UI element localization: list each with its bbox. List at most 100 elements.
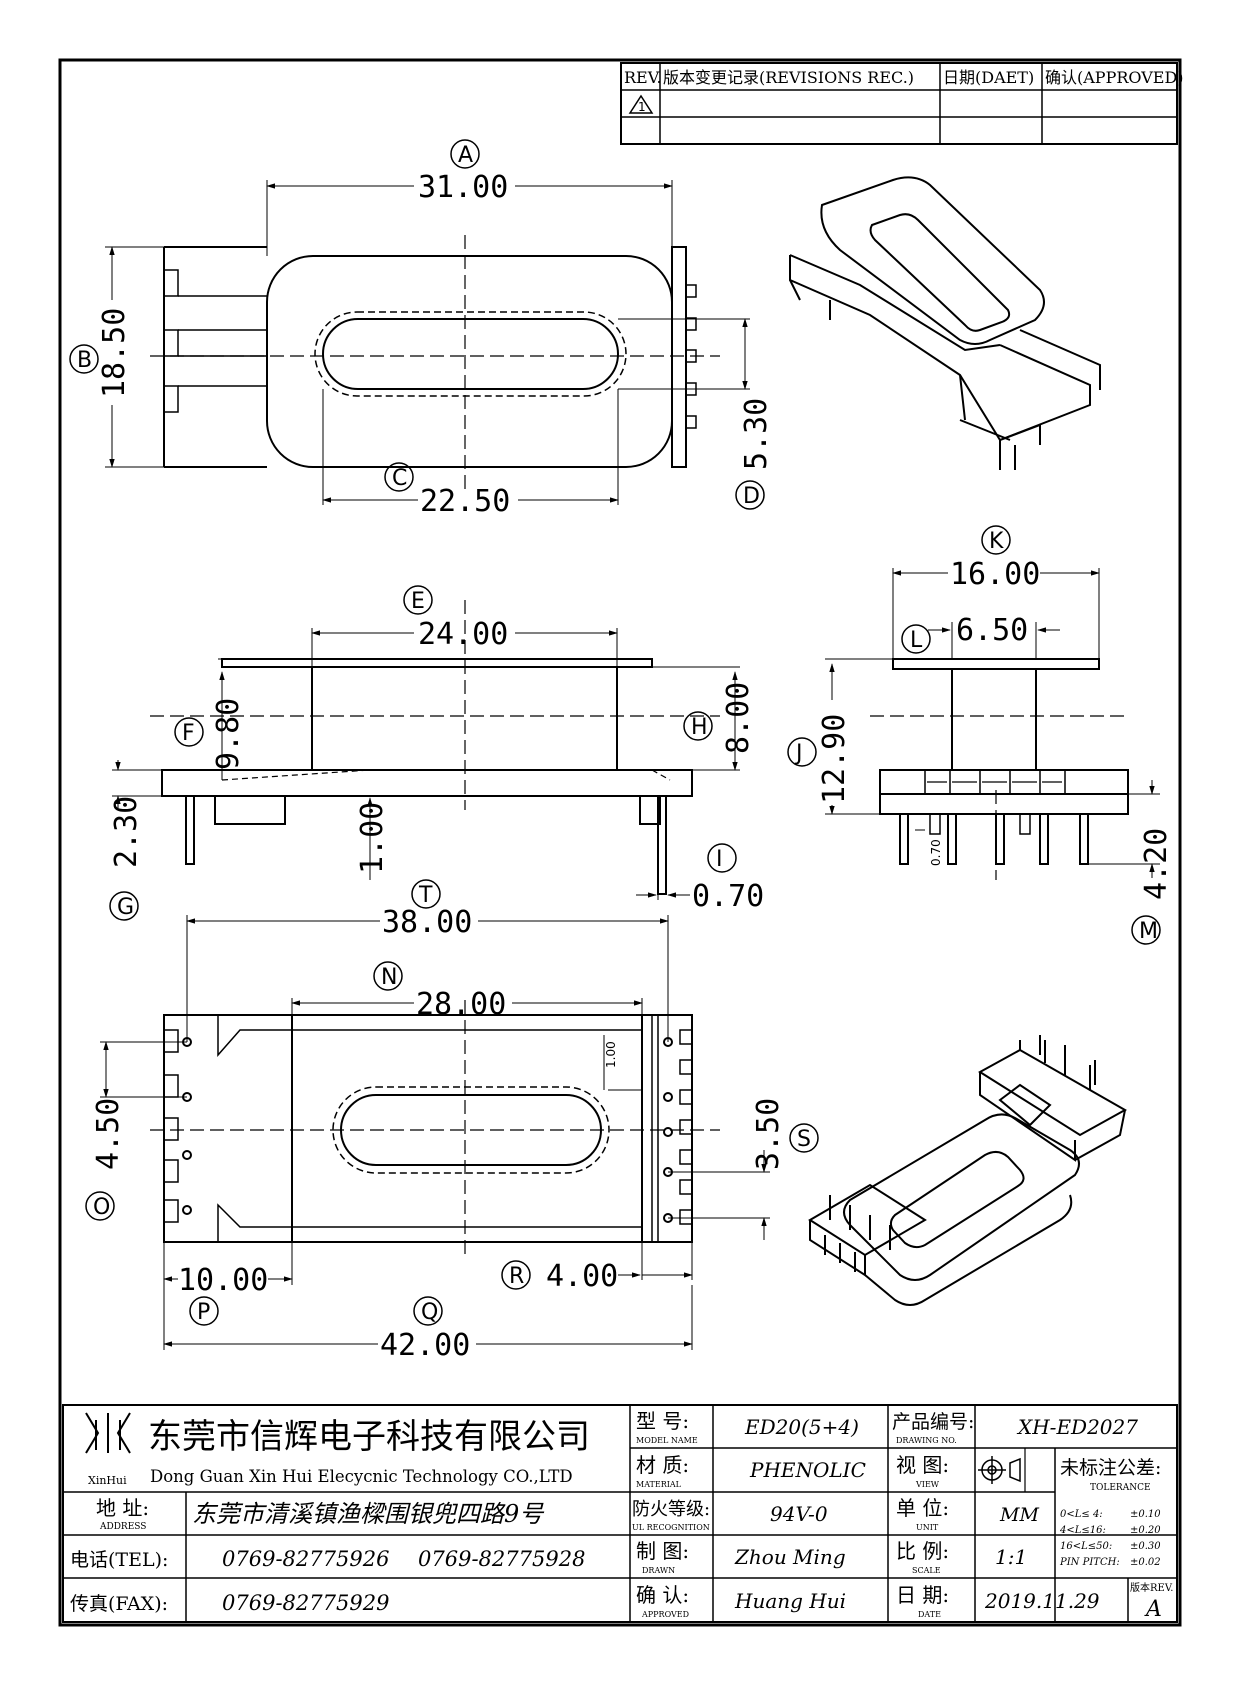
dim-E-value: 24.00 [418, 617, 508, 652]
tolerance-range-4: PIN PITCH: [1059, 1557, 1120, 1568]
approved-label-en: APPROVED [641, 1610, 689, 1619]
dim-C: 22.50 C [322, 389, 619, 519]
rev-header-rev: REV. [624, 68, 662, 87]
dim-A-label: A [458, 143, 473, 168]
dim-L-label: L [910, 628, 923, 653]
rev-marker: 1 [638, 100, 646, 114]
dim-bottom-1-00: 1.00 [603, 1035, 642, 1091]
first-angle-projection-icon [978, 1456, 1021, 1484]
dim-G-label: G [117, 895, 134, 920]
ul-label: 防火等级: [632, 1499, 710, 1520]
dim-A-value: 31.00 [418, 170, 508, 205]
date-value: 2019.11.29 [984, 1589, 1100, 1613]
tolerance-value-3: ±0.30 [1130, 1541, 1161, 1552]
material-label: 材 质: [636, 1453, 689, 1477]
model-label: 型 号: [636, 1409, 689, 1433]
tolerance-value-1: ±0.10 [1130, 1509, 1161, 1520]
dim-F-value: 9.80 [211, 698, 246, 770]
dim-bottom-1-00-value: 1.00 [604, 1041, 618, 1068]
address-label-en: ADDRESS [99, 1522, 146, 1532]
dim-E-label: E [411, 589, 425, 614]
dim-M-label: M [1139, 919, 1158, 944]
dim-P-label: P [197, 1300, 210, 1325]
dim-L: 6.50 L [901, 613, 1060, 659]
dim-side-1-00-value: 1.00 [355, 802, 390, 874]
tolerance-range-2: 4<L≤16: [1059, 1525, 1106, 1536]
rev-triangle-icon [628, 94, 654, 114]
tolerance-label: 未标注公差: [1060, 1457, 1161, 1479]
dim-T-value: 38.00 [382, 905, 472, 940]
dim-R-label: R [509, 1264, 524, 1289]
dim-F: 9.80 F [174, 658, 260, 780]
model-label-en: MODEL NAME [636, 1436, 698, 1445]
scale-label: 比 例: [896, 1539, 949, 1563]
tolerance-label-en: TOLERANCE [1090, 1483, 1151, 1493]
ul-value: 94V-0 [770, 1502, 828, 1526]
dim-Q-value: 42.00 [380, 1328, 470, 1363]
view-label: 视 图: [896, 1453, 949, 1477]
rev-label: 版本REV. [1130, 1581, 1173, 1594]
dim-K-label: K [989, 529, 1004, 554]
dim-N: 28.00 N [291, 961, 643, 1022]
unit-value: MM [999, 1504, 1039, 1526]
dim-D: 5.30 D [618, 318, 774, 510]
dim-K: 16.00 K [892, 525, 1100, 659]
top-view-flange [266, 255, 673, 468]
dim-G-value: 2.30 [109, 796, 144, 868]
dim-H-value: 8.00 [721, 682, 756, 754]
dim-pin-0-70: 0.70 [915, 829, 943, 866]
dim-H: 8.00 H [652, 666, 756, 771]
dim-F-label: F [182, 721, 195, 746]
dim-K-value: 16.00 [950, 557, 1040, 592]
date-label-en: DATE [918, 1610, 941, 1619]
top-view-window [322, 318, 619, 390]
dim-R: 4.00 R [501, 1242, 693, 1294]
tolerance-value-2: ±0.20 [1130, 1525, 1161, 1536]
dim-R-value: 4.00 [546, 1259, 618, 1294]
dim-L-value: 6.50 [956, 613, 1028, 648]
dim-A: 31.00 A [266, 139, 673, 256]
side-view [150, 600, 720, 895]
end-view [870, 658, 1130, 880]
dim-O-label: O [93, 1195, 110, 1220]
dim-O-value: 4.50 [91, 1098, 126, 1170]
dim-C-value: 22.50 [420, 484, 510, 519]
dim-B: 18.50 B [69, 246, 164, 468]
dim-Q: 42.00 Q [163, 1285, 693, 1363]
rev-value: A [1144, 1597, 1162, 1622]
sheet-border [58, 58, 1182, 1627]
dim-I-value: 0.70 [692, 879, 764, 914]
dim-B-label: B [77, 348, 92, 373]
unit-label-en: UNIT [916, 1523, 939, 1532]
company-name-en: Dong Guan Xin Hui Elecycnic Technology C… [150, 1467, 573, 1486]
dim-J-label: J [794, 741, 803, 766]
fax-label: 传真(FAX): [70, 1593, 168, 1615]
dim-pin-0-70-value: 0.70 [929, 839, 943, 866]
rev-header-record: 版本变更记录(REVISIONS REC.) [663, 68, 914, 87]
dim-D-value: 5.30 [739, 398, 774, 470]
drawn-label: 制 图: [636, 1539, 689, 1563]
view-label-en: VIEW [915, 1480, 940, 1489]
revision-table: REV. 版本变更记录(REVISIONS REC.) 日期(DAET) 确认(… [620, 62, 1184, 145]
dim-B-value: 18.50 [97, 308, 132, 398]
address-label: 地 址: [96, 1496, 149, 1520]
drawn-value: Zhou Ming [734, 1545, 846, 1569]
dim-M: 4.20 M [1088, 780, 1174, 945]
dim-T: 38.00 T [186, 879, 669, 1042]
dim-N-label: N [381, 965, 397, 990]
dim-P-value: 10.00 [178, 1263, 268, 1298]
approved-value: Huang Hui [734, 1589, 846, 1613]
dim-D-label: D [743, 484, 760, 509]
drawing-no-value: XH-ED2027 [1016, 1415, 1138, 1439]
unit-label: 单 位: [896, 1496, 949, 1520]
company-logo [85, 1412, 131, 1454]
dim-I: 0.70 I [636, 843, 764, 914]
logo-text: XinHui [88, 1474, 127, 1487]
dim-T-label: T [418, 883, 433, 908]
material-value: PHENOLIC [749, 1458, 866, 1482]
dim-N-value: 28.00 [416, 987, 506, 1022]
tel2-value: 0769-82775928 [418, 1547, 585, 1571]
dim-S: 3.50 S [668, 1098, 819, 1240]
rev-header-date: 日期(DAET) [943, 68, 1034, 87]
